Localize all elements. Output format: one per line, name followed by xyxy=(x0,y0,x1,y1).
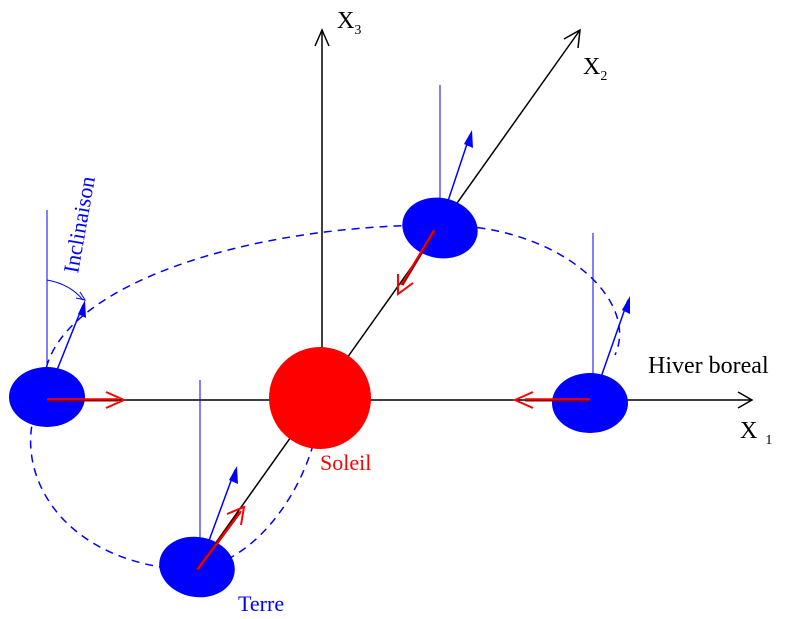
orbit-path xyxy=(29,224,621,571)
sun-label: Soleil xyxy=(320,450,371,475)
axis-x3-label: X3 xyxy=(337,8,361,38)
earth-top xyxy=(397,85,478,296)
tilt-label: Inclinaison xyxy=(58,174,100,275)
tilt-arc xyxy=(46,279,84,301)
earth-label: Terre xyxy=(238,591,284,616)
sun xyxy=(269,347,371,449)
axis-x1-arrowhead xyxy=(737,391,754,409)
axis-x3-arrowhead xyxy=(314,28,330,47)
earth-right xyxy=(512,233,630,433)
earth-left xyxy=(9,210,127,427)
axis-x2-label: X2 xyxy=(583,54,607,84)
season-label: Hiver boreal xyxy=(648,353,769,379)
earth-bottom xyxy=(159,380,246,598)
axis-x2 xyxy=(194,29,581,573)
axis-x2-arrowhead xyxy=(563,28,581,49)
